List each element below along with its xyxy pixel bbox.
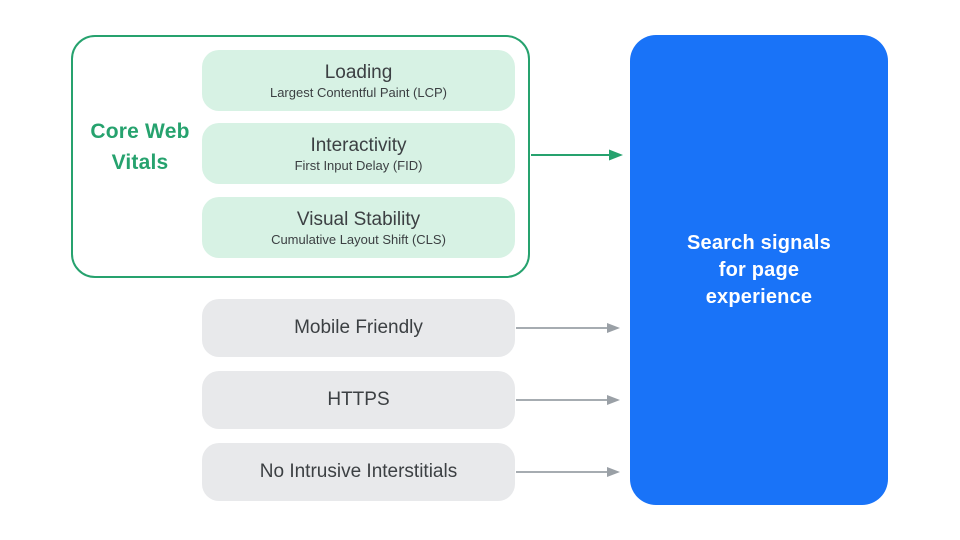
mobile-friendly-pill: Mobile Friendly [202,299,515,357]
no-intrusive-interstitials-pill: No Intrusive Interstitials [202,443,515,501]
interactivity-subtitle: First Input Delay (FID) [294,157,423,173]
interactivity-title: Interactivity [310,134,407,156]
search-signals-label: Search signals for page experience [687,231,831,308]
core-web-vitals-arrow-icon [531,149,623,161]
no-intrusive-interstitials-arrow-icon [516,467,620,477]
loading-pill: Loading Largest Contentful Paint (LCP) [202,50,515,111]
loading-subtitle: Largest Contentful Paint (LCP) [269,84,448,100]
loading-title: Loading [324,61,393,83]
mobile-friendly-arrow-icon [516,323,620,333]
visual-stability-subtitle: Cumulative Layout Shift (CLS) [271,231,446,247]
https-label: HTTPS [327,389,390,410]
search-signals-box: Search signals for page experience [630,35,888,505]
no-intrusive-interstitials-label: No Intrusive Interstitials [259,461,458,482]
core-web-vitals-label: Core Web Vitals [90,120,190,174]
mobile-friendly-label: Mobile Friendly [294,317,423,338]
visual-stability-pill: Visual Stability Cumulative Layout Shift… [202,197,515,258]
visual-stability-title: Visual Stability [296,208,421,230]
https-arrow-icon [516,395,620,405]
https-pill: HTTPS [202,371,515,429]
interactivity-pill: Interactivity First Input Delay (FID) [202,123,515,184]
